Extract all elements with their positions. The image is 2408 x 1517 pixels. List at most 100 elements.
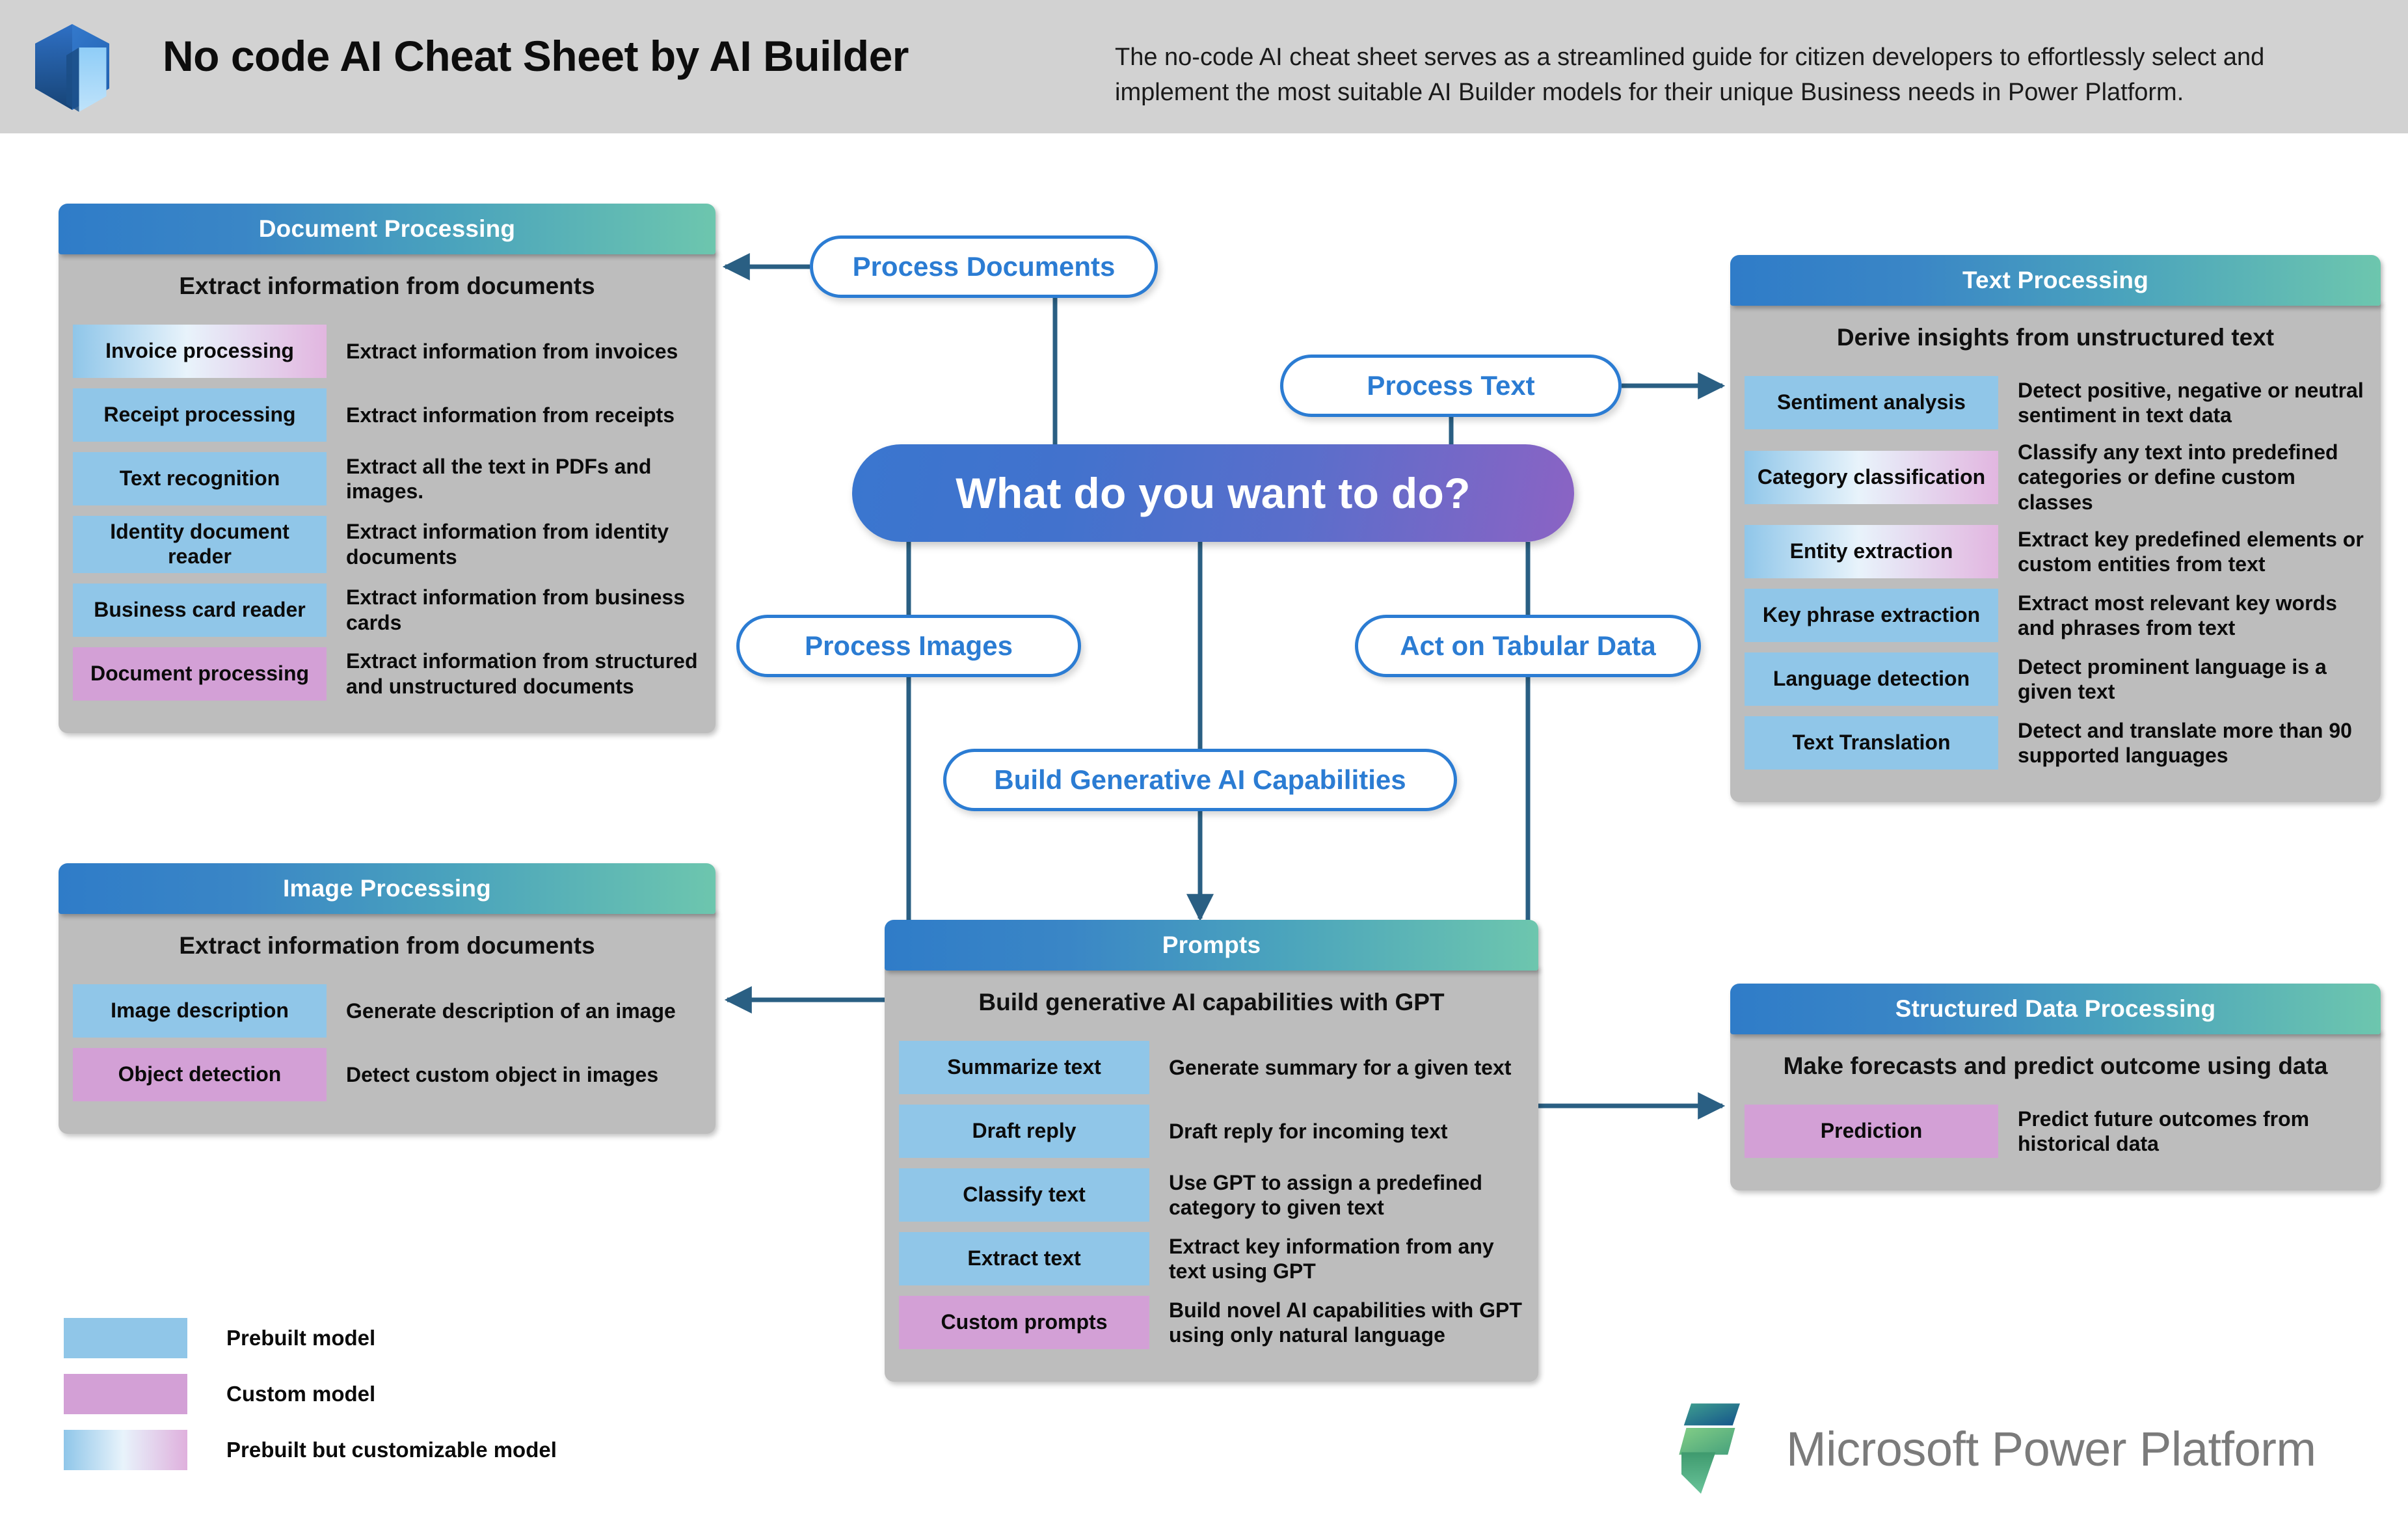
model-description: Draft reply for incoming text — [1169, 1119, 1448, 1143]
decision-pill-act-on-tabular-data[interactable]: Act on Tabular Data — [1355, 615, 1701, 677]
model-row-list: Prediction Predict future outcomes from h… — [1730, 1089, 2381, 1158]
model-row: Prediction Predict future outcomes from h… — [1730, 1105, 2381, 1158]
power-platform-logo-icon — [1678, 1399, 1763, 1499]
model-chip[interactable]: Classify text — [899, 1168, 1149, 1222]
model-chip[interactable]: Sentiment analysis — [1745, 376, 1998, 429]
panel-title: Text Processing — [1962, 267, 2149, 293]
panel-prompts: Prompts Build generative AI capabilities… — [885, 920, 1538, 1382]
panel-title: Structured Data Processing — [1895, 995, 2216, 1022]
model-chip[interactable]: Document processing — [73, 647, 327, 701]
central-hub-node[interactable]: What do you want to do? — [852, 444, 1574, 542]
panel-body: Derive insights from unstructured text S… — [1730, 302, 2381, 803]
panel-header: Text Processing — [1730, 255, 2381, 306]
model-description: Extract key predefined elements or custo… — [2018, 527, 2364, 576]
model-row: Summarize text Generate summary for a giv… — [885, 1041, 1538, 1094]
legend-label: Custom model — [226, 1382, 376, 1406]
model-description: Classify any text into predefined catego… — [2018, 440, 2338, 514]
panel-title: Image Processing — [283, 875, 491, 902]
legend-item: Prebuilt model — [64, 1318, 558, 1358]
panel-header: Structured Data Processing — [1730, 984, 2381, 1034]
model-row: Object detection Detect custom object in … — [59, 1048, 716, 1101]
panel-subtitle: Derive insights from unstructured text — [1836, 324, 2275, 351]
legend-swatch-mixed — [64, 1430, 187, 1470]
model-chip[interactable]: Category classification — [1745, 450, 1998, 504]
model-chip[interactable]: Text recognition — [73, 452, 327, 505]
model-row: Language detection Detect prominent langu… — [1730, 652, 2381, 706]
model-description: Predict future outcomes from historical … — [2018, 1107, 2310, 1155]
model-description: Extract information from structured and … — [346, 649, 698, 698]
model-description: Extract information from business cards — [346, 585, 685, 634]
panel-subtitle: Extract information from documents — [179, 932, 595, 959]
model-row-list: Image description Generate description of… — [59, 969, 716, 1101]
model-chip[interactable]: Text Translation — [1745, 716, 1998, 770]
model-chip[interactable]: Prediction — [1745, 1105, 1998, 1158]
model-row: Classify text Use GPT to assign a predefi… — [885, 1168, 1538, 1222]
ai-builder-logo-icon — [23, 18, 121, 116]
panel-header: Document Processing — [59, 204, 716, 254]
legend-item: Custom model — [64, 1374, 558, 1414]
decision-pill-build-generative-ai[interactable]: Build Generative AI Capabilities — [943, 749, 1457, 811]
model-row-list: Summarize text Generate summary for a giv… — [885, 1025, 1538, 1349]
model-description: Extract all the text in PDFs and images. — [346, 454, 652, 503]
panel-title: Prompts — [1162, 932, 1261, 958]
model-row: Entity extraction Extract key predefined … — [1730, 525, 2381, 579]
model-chip[interactable]: Business card reader — [73, 583, 327, 637]
model-description: Detect prominent language is a given tex… — [2018, 654, 2327, 704]
panel-subtitle: Extract information from documents — [179, 273, 595, 299]
model-chip[interactable]: Language detection — [1745, 652, 1998, 706]
model-chip[interactable]: Object detection — [73, 1048, 327, 1101]
model-row: Extract text Extract key information from… — [885, 1232, 1538, 1285]
panel-image-processing: Image Processing Extract information fro… — [59, 863, 716, 1134]
model-chip[interactable]: Receipt processing — [73, 388, 327, 442]
model-description: Use GPT to assign a predefined category … — [1169, 1170, 1482, 1219]
panel-header: Image Processing — [59, 863, 716, 914]
model-description: Extract key information from any text us… — [1169, 1234, 1494, 1283]
page-title: No code AI Cheat Sheet by AI Builder — [163, 32, 909, 80]
legend-swatch-custom — [64, 1374, 187, 1414]
model-chip[interactable]: Draft reply — [899, 1105, 1149, 1158]
model-chip[interactable]: Image description — [73, 984, 327, 1038]
model-description: Extract information from receipts — [346, 403, 675, 427]
legend: Prebuilt model Custom model Prebuilt but… — [64, 1318, 558, 1486]
decision-pill-process-documents[interactable]: Process Documents — [810, 235, 1158, 298]
model-row: Identity document reader Extract informat… — [59, 516, 716, 573]
model-description: Extract information from invoices — [346, 339, 678, 363]
legend-label: Prebuilt model — [226, 1326, 376, 1350]
model-row: Text Translation Detect and translate mor… — [1730, 716, 2381, 770]
panel-document-processing: Document Processing Extract information … — [59, 204, 716, 733]
model-chip[interactable]: Identity document reader — [73, 516, 327, 573]
model-chip[interactable]: Custom prompts — [899, 1296, 1149, 1349]
brand-name: Microsoft Power Platform — [1786, 1422, 2316, 1476]
pill-label: Act on Tabular Data — [1400, 630, 1656, 661]
model-description: Detect and translate more than 90 suppor… — [2018, 718, 2352, 768]
model-description: Generate description of an image — [346, 999, 676, 1023]
panel-body: Extract information from documents Invoi… — [59, 250, 716, 733]
brand-footer: Microsoft Power Platform — [1678, 1399, 2316, 1499]
model-row: Category classification Classify any text… — [1730, 440, 2381, 515]
model-description: Detect custom object in images — [346, 1062, 659, 1086]
model-description: Generate summary for a given text — [1169, 1055, 1512, 1079]
model-chip[interactable]: Invoice processing — [73, 325, 327, 378]
pill-label: Process Text — [1367, 370, 1535, 401]
model-row: Document processing Extract information f… — [59, 647, 716, 701]
model-row: Sentiment analysis Detect positive, negat… — [1730, 376, 2381, 429]
model-chip[interactable]: Extract text — [899, 1232, 1149, 1285]
decision-pill-process-text[interactable]: Process Text — [1280, 355, 1622, 417]
decision-pill-process-images[interactable]: Process Images — [736, 615, 1081, 677]
legend-label: Prebuilt but customizable model — [226, 1438, 557, 1462]
model-description: Detect positive, negative or neutral sen… — [2018, 378, 2364, 427]
panel-subtitle: Make forecasts and predict outcome using… — [1783, 1053, 2328, 1079]
panel-title: Document Processing — [258, 215, 516, 242]
model-row: Receipt processing Extract information fr… — [59, 388, 716, 442]
panel-structured-data-processing: Structured Data Processing Make forecast… — [1730, 984, 2381, 1190]
panel-body: Extract information from documents Image… — [59, 910, 716, 1134]
model-chip[interactable]: Entity extraction — [1745, 525, 1998, 579]
legend-item: Prebuilt but customizable model — [64, 1430, 558, 1470]
panel-body: Build generative AI capabilities with GP… — [885, 967, 1538, 1382]
model-chip[interactable]: Summarize text — [899, 1041, 1149, 1094]
model-chip[interactable]: Key phrase extraction — [1745, 589, 1998, 643]
model-description: Extract information from identity docume… — [346, 520, 669, 569]
